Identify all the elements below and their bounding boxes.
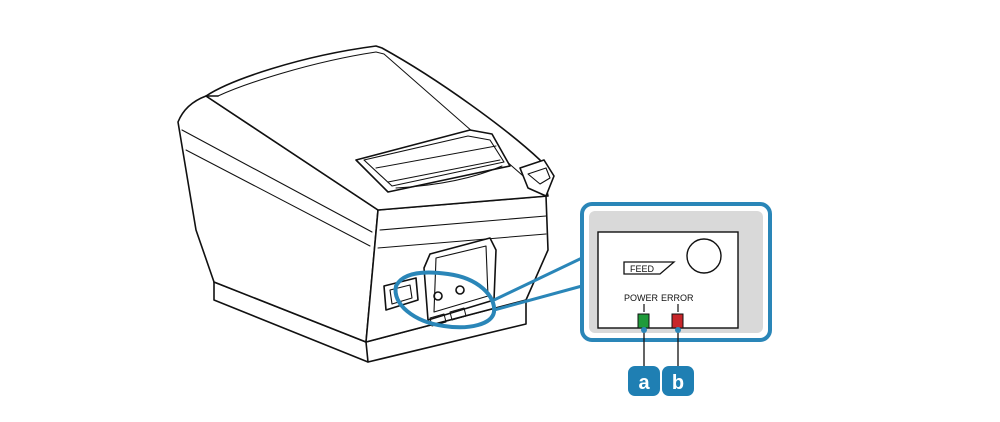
cover-release-button — [519, 159, 555, 197]
callout-b-label: b — [672, 372, 684, 394]
callout-b-badge: b — [662, 366, 694, 396]
power-switch-block — [383, 277, 419, 311]
zoom-panel: FEED POWER ERROR — [580, 202, 772, 342]
printer-side-panel — [177, 95, 379, 343]
zoom-connector-line-top — [493, 256, 583, 302]
circle-knob-icon — [686, 238, 722, 274]
power-label: POWER — [624, 293, 659, 303]
zoom-connector-line-bottom — [493, 284, 583, 312]
callout-a-badge: a — [628, 366, 660, 396]
callout-a-label: a — [638, 372, 650, 394]
paper-exit-slot — [355, 129, 511, 193]
error-led — [671, 313, 684, 329]
error-label: ERROR — [661, 293, 694, 303]
printer-illustration — [177, 45, 555, 363]
feed-button-icon: FEED — [623, 261, 676, 275]
feed-label: FEED — [630, 264, 655, 274]
highlight-ring — [393, 270, 497, 330]
power-led — [637, 313, 650, 329]
